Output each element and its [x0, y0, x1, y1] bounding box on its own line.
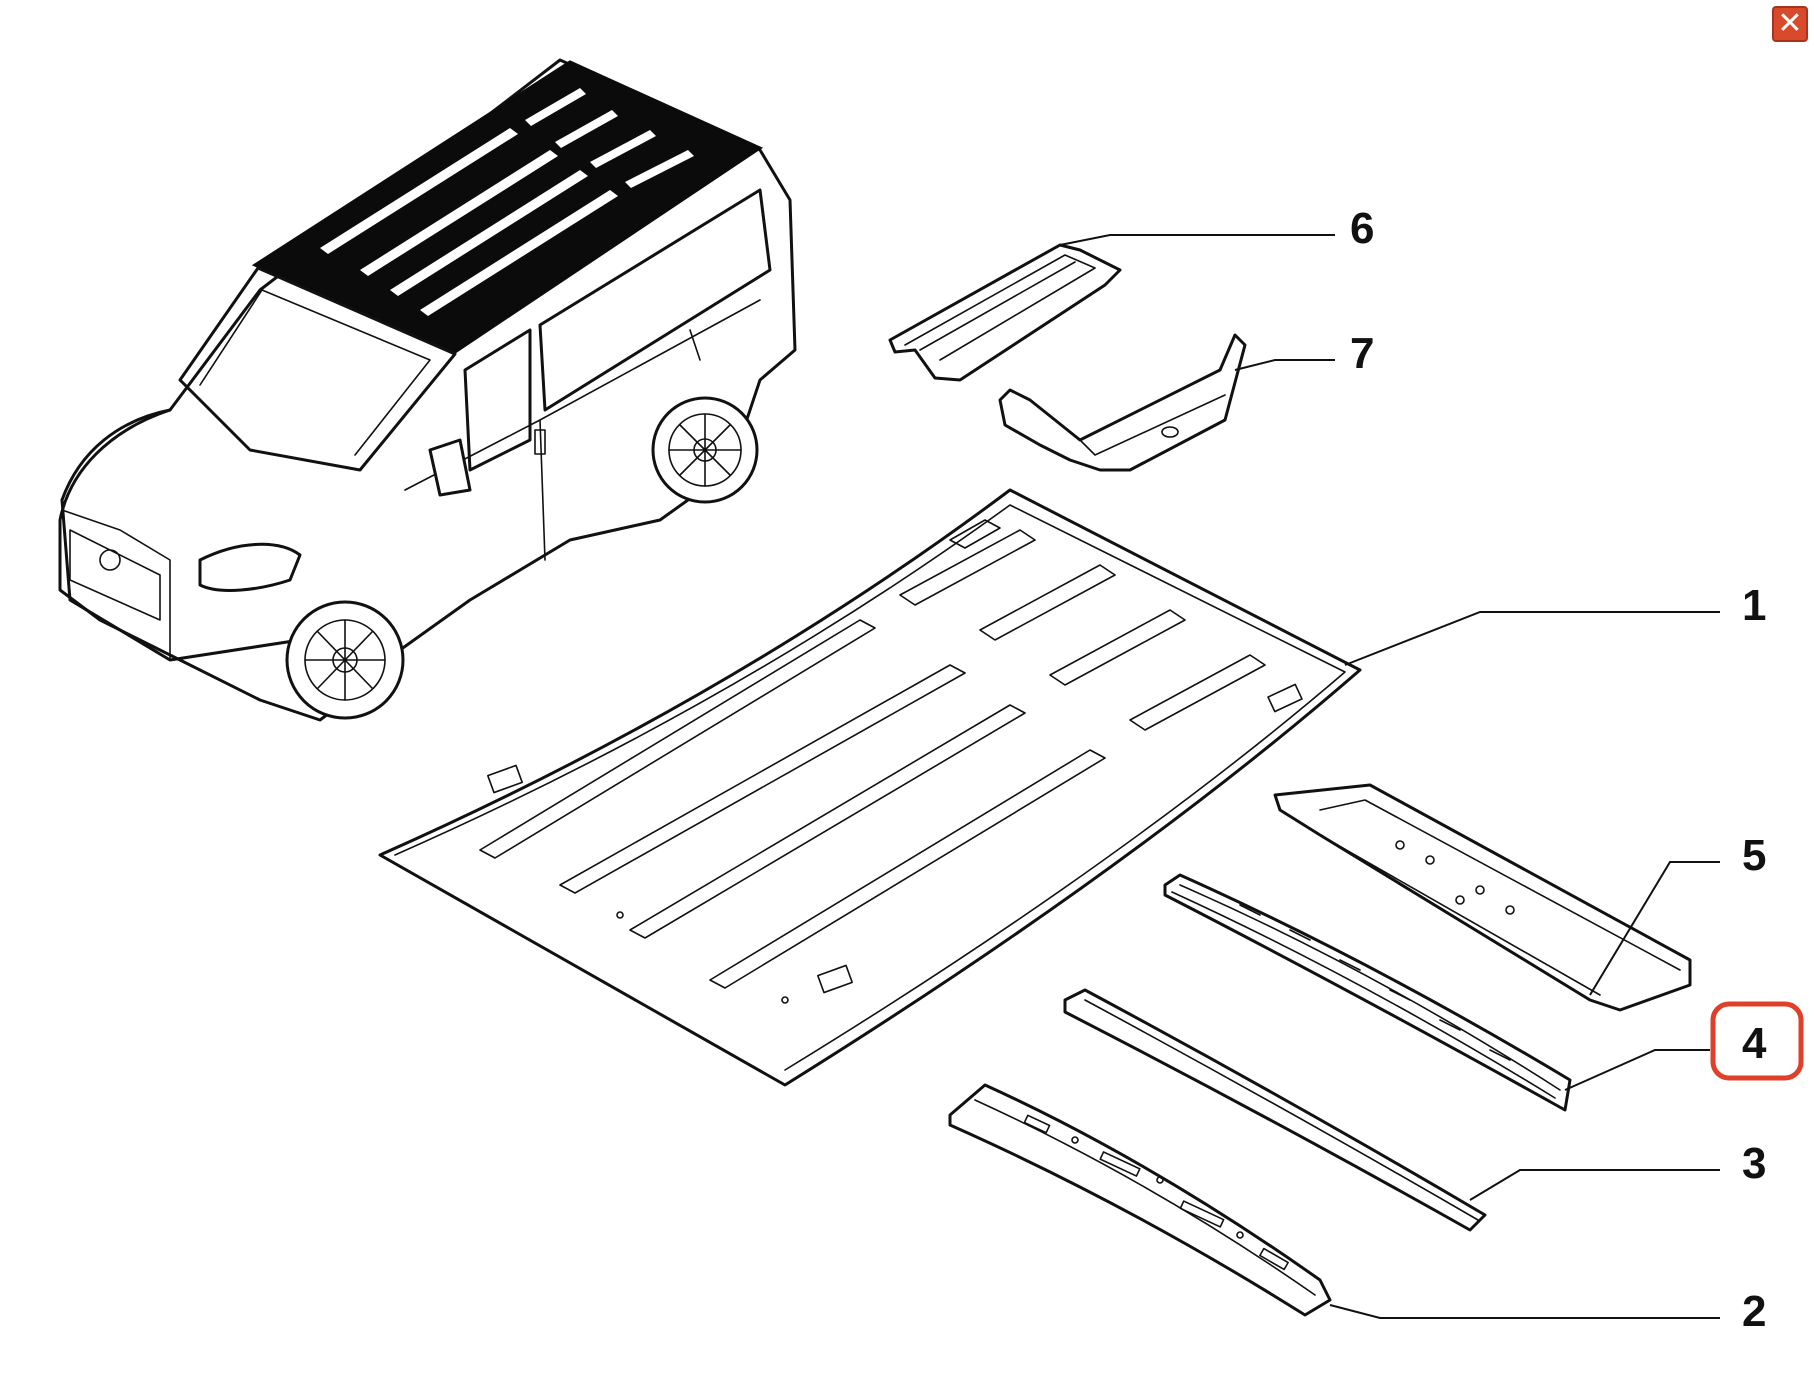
callout-2[interactable]: 2: [1742, 1287, 1766, 1336]
part-6-reinforcement: [888, 243, 1122, 382]
part-3-header-rail: [1063, 988, 1487, 1232]
leader-lines: [1059, 234, 1720, 1319]
close-icon: ✕: [1777, 6, 1803, 41]
callout-5[interactable]: 5: [1742, 831, 1766, 880]
part-5-rear-crossmember: [1273, 783, 1692, 1012]
part-2-front-rail: [948, 1083, 1332, 1317]
callout-4[interactable]: 4: [1742, 1019, 1767, 1068]
part-1-roof-panel: [378, 488, 1362, 1087]
callout-6[interactable]: 6: [1350, 204, 1374, 253]
rear-wheel: [651, 396, 759, 504]
front-wheel: [285, 600, 405, 720]
part-4-roof-rail: [1163, 873, 1572, 1112]
callout-4-highlight: [1710, 1001, 1804, 1081]
van-illustration: [58, 58, 797, 722]
callouts: 1 2 3 4 5 6 7: [1350, 204, 1804, 1336]
callout-1[interactable]: 1: [1742, 581, 1766, 630]
callout-3[interactable]: 3: [1742, 1139, 1766, 1188]
part-7-bracket: [998, 333, 1247, 472]
callout-7[interactable]: 7: [1350, 329, 1374, 378]
close-button[interactable]: ✕: [1772, 6, 1808, 42]
